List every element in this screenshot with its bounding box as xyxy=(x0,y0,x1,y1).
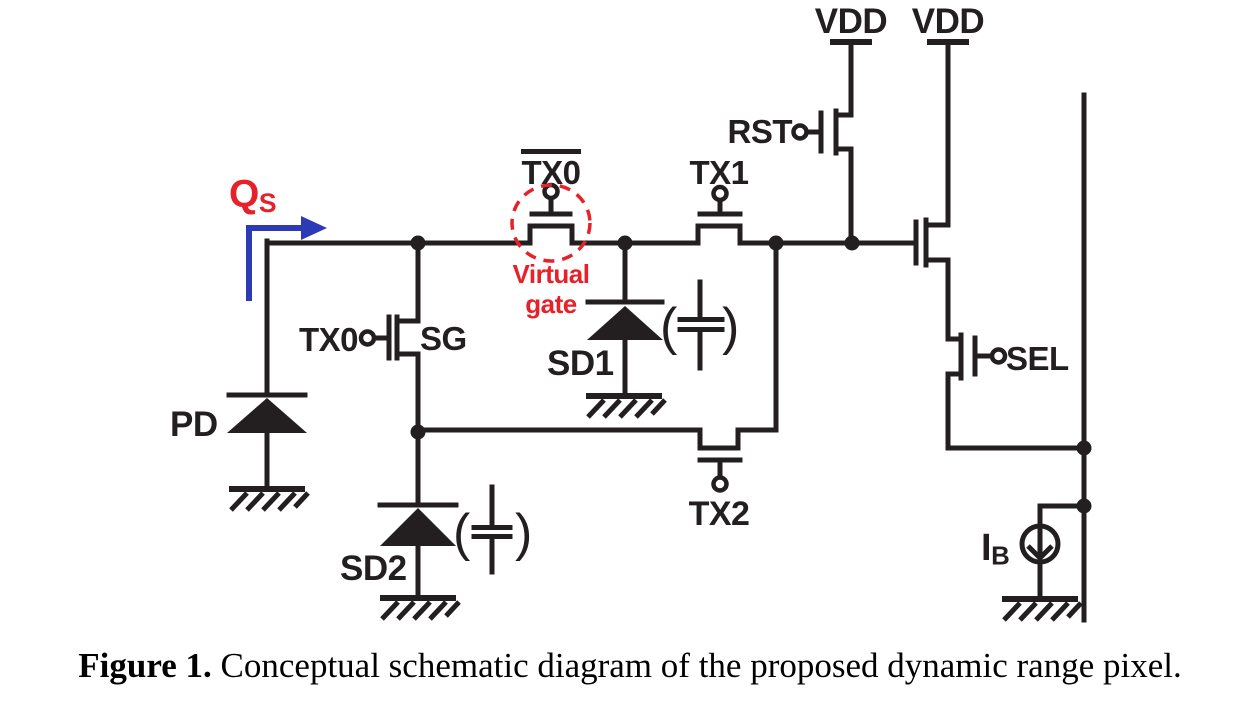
virtual-gate-label-line2: gate xyxy=(525,289,577,319)
transistor-sg xyxy=(358,238,421,437)
ground-icon xyxy=(586,396,665,417)
vdd-left-label: VDD xyxy=(814,2,888,41)
sd2-cap-paren-close: ) xyxy=(515,504,533,562)
storage-diode-sd2 xyxy=(377,429,459,601)
rst-label: RST xyxy=(727,113,793,150)
sd1-cap-paren-open: ( xyxy=(660,298,678,356)
tx1-label: TX1 xyxy=(689,154,749,191)
figure-caption-number: Figure 1. xyxy=(78,646,212,685)
sd1-label: SD1 xyxy=(547,344,614,383)
transistor-tx1 xyxy=(697,184,743,217)
sd2-triangle xyxy=(380,508,456,546)
vdd-right-label: VDD xyxy=(911,2,985,41)
ib-label: IB xyxy=(981,527,1010,571)
capacitor-sd1-icon xyxy=(677,279,725,371)
junction-dots xyxy=(410,235,1092,514)
pd-label: PD xyxy=(170,405,218,444)
charge-qs-label: QS xyxy=(229,173,277,218)
transistor-source-follower xyxy=(913,39,964,342)
ground-icon xyxy=(380,598,459,619)
capacitor-sd2-icon xyxy=(471,484,513,575)
figure-caption-text: Conceptual schematic diagram of the prop… xyxy=(220,646,1182,685)
figure-caption: Figure 1. Conceptual schematic diagram o… xyxy=(0,645,1260,687)
ground-icon xyxy=(229,489,308,510)
sd1-triangle xyxy=(587,306,663,340)
transistor-sel xyxy=(945,332,1087,451)
sg-gate-tx0-label: TX0 xyxy=(298,321,359,358)
tx2-label: TX2 xyxy=(688,495,750,533)
sel-label: SEL xyxy=(1006,340,1069,377)
tx0-overline: TX0 xyxy=(521,149,581,189)
photodiode-pd xyxy=(226,238,308,492)
sd2-label: SD2 xyxy=(340,549,407,588)
top-rail-wire xyxy=(264,223,917,246)
storage-diode-sd1 xyxy=(585,238,665,398)
sg-label: SG xyxy=(420,320,467,357)
sd1-cap-paren-close: ) xyxy=(722,298,740,356)
transistor-rst xyxy=(791,39,854,246)
tx0-bar-label: TX0 xyxy=(511,149,591,189)
sd2-cap-paren-open: ( xyxy=(453,504,471,562)
photodiode-triangle xyxy=(227,398,307,433)
transistor-tx2 xyxy=(697,457,743,493)
charge-flow-arrow xyxy=(246,216,327,301)
lower-rail-wire xyxy=(415,238,779,451)
virtual-gate-label-line1: Virtual xyxy=(512,259,590,289)
current-source-ib-icon xyxy=(1019,503,1087,601)
virtual-gate-ellipse xyxy=(510,183,592,263)
ground-icon xyxy=(1002,599,1081,620)
